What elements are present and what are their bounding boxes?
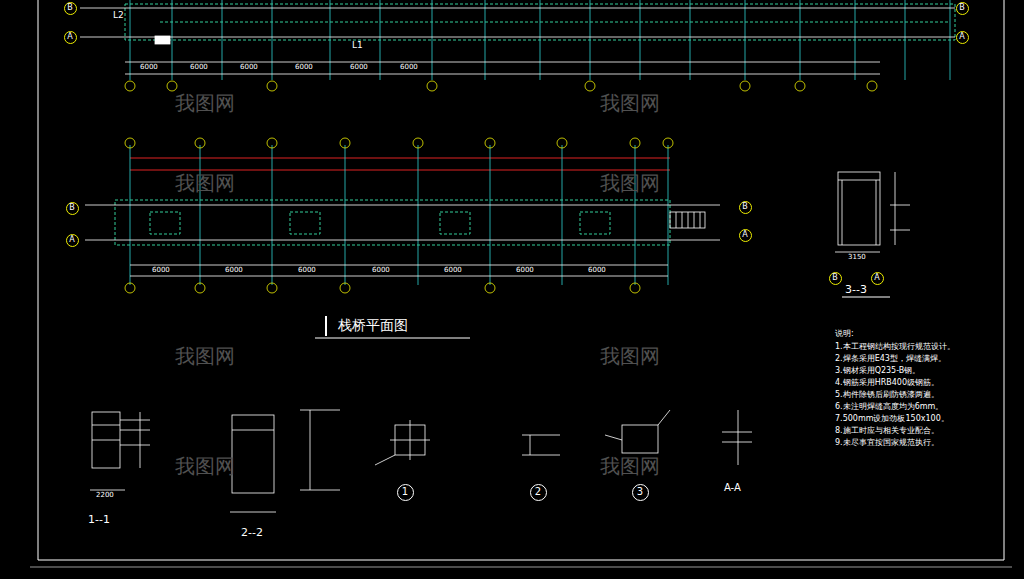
dimension: 6000	[225, 267, 243, 275]
section-label: 1--1	[88, 514, 110, 526]
dimension: 6000	[372, 267, 390, 275]
dimension: 2200	[96, 492, 114, 500]
detail-callout: 2	[530, 484, 547, 501]
axis-bubble: A	[871, 272, 884, 285]
watermark: 我图网	[600, 172, 660, 194]
bubble-label: B	[832, 274, 838, 282]
dimension: 6000	[444, 267, 462, 275]
bubble-label: 2	[535, 487, 541, 497]
bubble-label: B	[959, 4, 965, 12]
dimension: 6000	[295, 64, 313, 72]
axis-bubble: B	[956, 2, 969, 15]
bubble-label: A	[67, 33, 72, 41]
dimension: 6000	[240, 64, 258, 72]
dimension: 6000	[400, 64, 418, 72]
detail-callout: 1	[397, 484, 414, 501]
watermark: 我图网	[600, 455, 660, 477]
axis-bubble: A	[956, 31, 969, 44]
note: 4.钢筋采用HRB400级钢筋。	[835, 379, 939, 388]
note: 5.构件除锈后刷防锈漆两遍。	[835, 391, 939, 400]
bubble-label: B	[67, 4, 73, 12]
bubble-label: A	[959, 33, 964, 41]
dimension: 6000	[516, 267, 534, 275]
note: 3.钢材采用Q235-B钢。	[835, 367, 920, 376]
axis-bubble: B	[64, 2, 77, 15]
dimension: 3150	[848, 254, 866, 262]
bubble-label: 3	[637, 487, 643, 497]
dimension: 6000	[190, 64, 208, 72]
bubble-label: B	[742, 203, 748, 211]
watermark: 我图网	[600, 92, 660, 114]
member-mark: L2	[113, 11, 124, 21]
note: 9.未尽事宜按国家规范执行。	[835, 439, 939, 448]
note: 7.500mm设加劲板150x100。	[835, 415, 949, 424]
axis-bubble: A	[64, 31, 77, 44]
axis-bubble: B	[66, 202, 79, 215]
dimension: 6000	[140, 64, 158, 72]
section-label: 2--2	[241, 527, 263, 539]
bubble-label: A	[874, 274, 879, 282]
bubble-label: A	[69, 236, 74, 244]
drawing-title: 栈桥平面图	[338, 318, 408, 333]
axis-bubble: B	[739, 201, 752, 214]
note: 8.施工时应与相关专业配合。	[835, 427, 939, 436]
watermark: 我图网	[175, 345, 235, 367]
bubble-label: B	[69, 204, 75, 212]
watermark: 我图网	[175, 455, 235, 477]
dimension: 6000	[152, 267, 170, 275]
section-label: 3--3	[845, 284, 867, 296]
axis-bubble: B	[829, 272, 842, 285]
note: 6.未注明焊缝高度均为6mm。	[835, 403, 943, 412]
note: 2.焊条采用E43型，焊缝满焊。	[835, 355, 946, 364]
axis-bubble: A	[66, 234, 79, 247]
bubble-label: A	[742, 231, 747, 239]
dimension: 6000	[350, 64, 368, 72]
watermark: 我图网	[175, 172, 235, 194]
note: 1.本工程钢结构按现行规范设计。	[835, 343, 955, 352]
notes-heading: 说明:	[835, 330, 854, 339]
member-mark: L1	[352, 41, 363, 51]
dimension: 6000	[298, 267, 316, 275]
detail-callout: 3	[632, 484, 649, 501]
axis-bubble: A	[739, 229, 752, 242]
bubble-label: 1	[402, 487, 408, 497]
section-label: A-A	[724, 482, 741, 493]
dimension: 6000	[588, 267, 606, 275]
watermark: 我图网	[175, 92, 235, 114]
watermark: 我图网	[600, 345, 660, 367]
